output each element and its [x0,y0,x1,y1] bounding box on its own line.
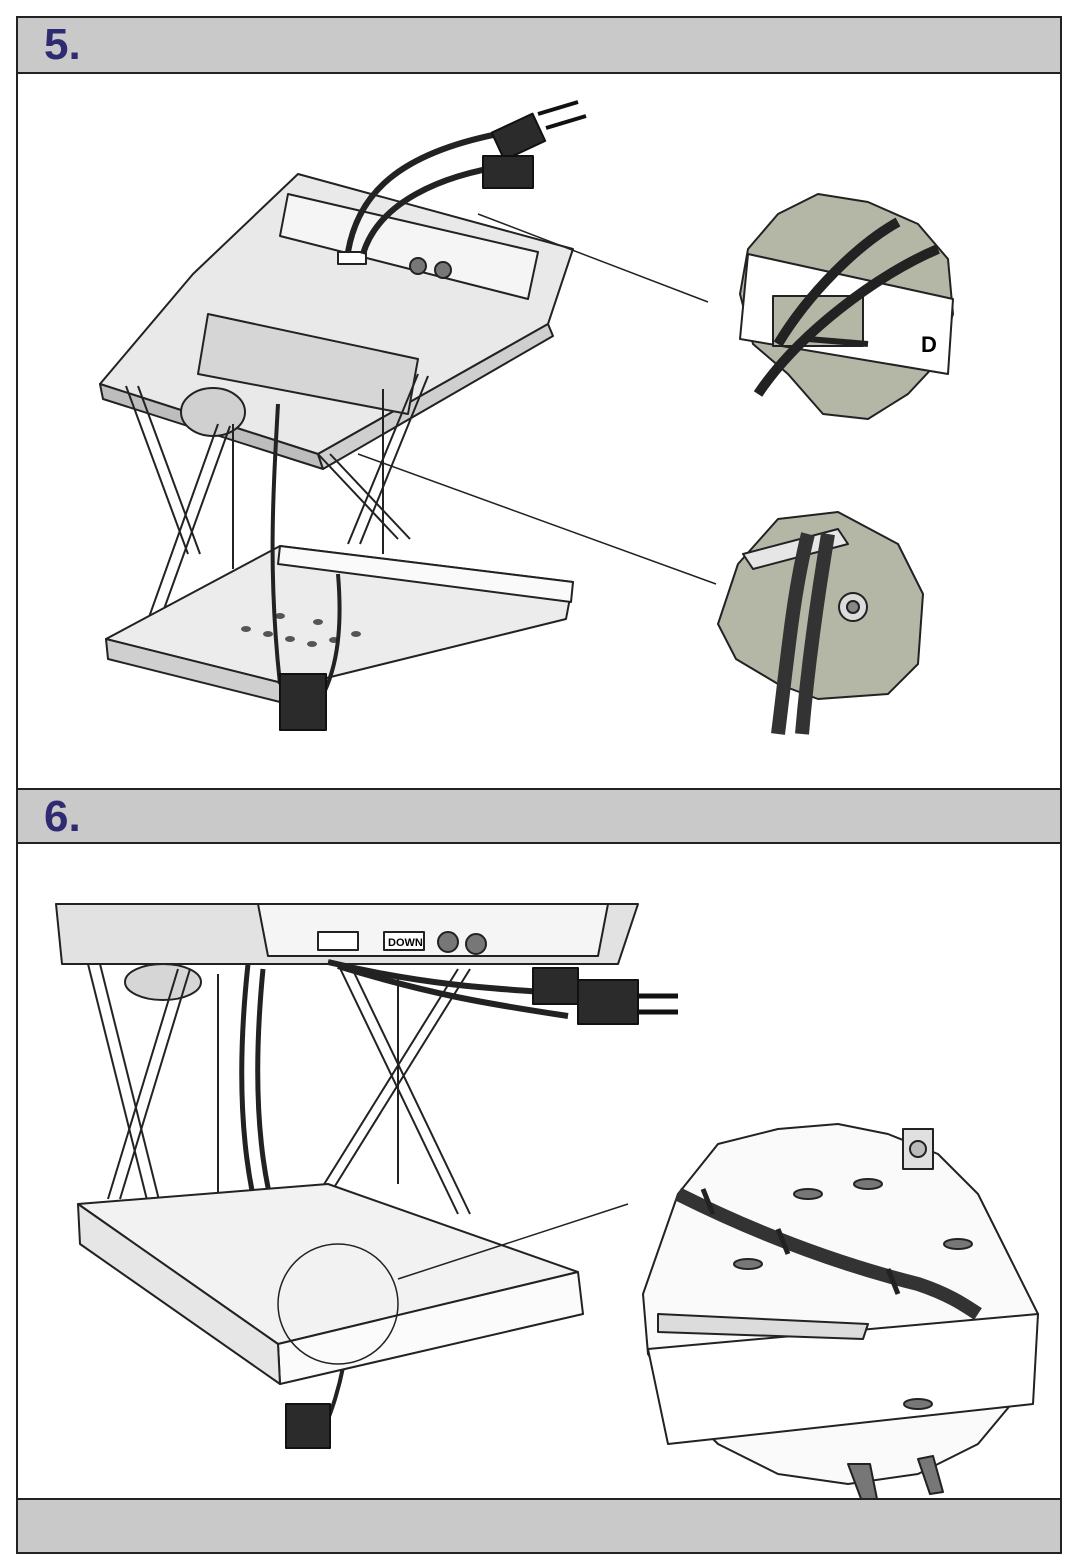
front-bracket [258,904,608,956]
knob-icon [435,262,451,278]
down-label: DOWN [388,937,423,949]
step-6-illustration: DOWN [18,844,1060,1504]
knob-icon [410,258,426,274]
step-6-drawing: DOWN [18,844,1060,1504]
iec-connector-icon [286,1404,330,1448]
step-5-header: 5. [18,18,1060,74]
instruction-page: 5. [16,16,1062,1554]
switch-box [318,932,358,950]
detail-cable-clip-top: D [740,194,953,419]
step-5-illustration: D [18,74,1060,788]
power-plug-icon [578,980,678,1024]
detail-cable-tie [643,1124,1038,1504]
step-5-number: 5. [44,20,81,70]
detail-cable-routing [718,512,923,734]
step-6-header: 6. [18,788,1060,844]
iec-connector-icon [483,156,533,188]
switch-box [338,252,366,264]
footer-bar [18,1498,1060,1552]
power-plug-icon [492,102,586,160]
step-5-drawing: D [18,74,1060,788]
knob-icon [438,932,458,952]
iec-connector-icon [533,968,578,1004]
iec-connector-icon [280,674,326,730]
detail-letter: D [921,332,937,357]
motor [181,388,245,436]
step-6-number: 6. [44,792,81,842]
knob-icon [466,934,486,954]
